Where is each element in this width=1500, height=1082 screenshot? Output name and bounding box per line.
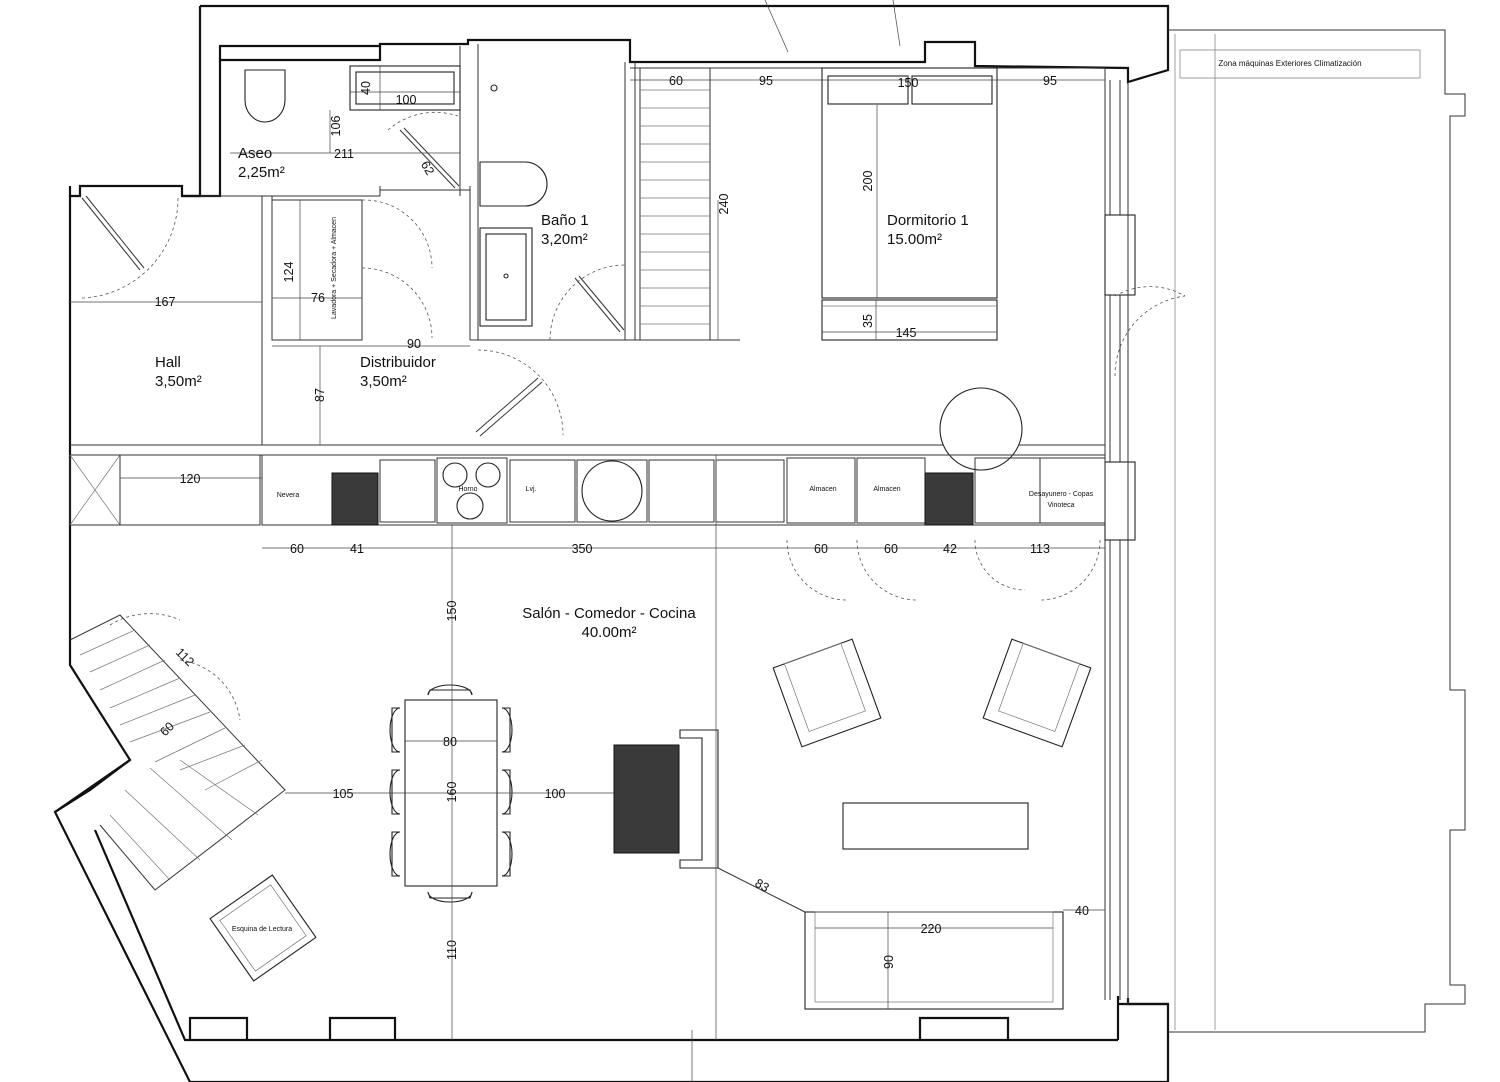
dim-90-dist: 90 [407,337,421,351]
dim-350: 350 [572,542,593,556]
right-facade [1104,68,1136,1004]
dim-60-top: 60 [669,74,683,88]
dim-167: 167 [155,295,176,309]
dim-160: 160 [445,782,459,803]
aseo-name: Aseo [238,145,272,162]
dim-240: 240 [717,194,731,215]
kitchen-counter [69,454,1106,526]
dim-42: 42 [943,542,957,556]
dim-83: 83 [752,876,771,895]
dim-112: 112 [173,645,197,669]
dim-40-right: 40 [1075,904,1089,918]
nevera-label: Nevera [277,492,300,499]
lower-stair [69,614,286,891]
distribuidor-area: 3,50m² [360,373,407,390]
living-furniture [209,638,1092,1010]
dim-41: 41 [350,542,364,556]
dim-60-k1: 60 [290,542,304,556]
upper-stair [640,89,710,325]
aseo-area: 2,25m² [238,164,285,181]
dim-62: 62 [418,158,437,177]
dim-150-mid: 150 [445,601,459,622]
outer-walls [53,4,1170,1082]
dim-145: 145 [896,326,917,340]
dim-90-sofa: 90 [882,955,896,969]
dormitorio-name: Dormitorio 1 [887,212,969,229]
dim-150-top: 150 [898,76,919,90]
dormitorio-area: 15.00m² [887,231,942,248]
dim-35: 35 [861,314,875,328]
desayunero-label: Desayunero - Copas [1029,491,1094,498]
hall-area: 3,50m² [155,373,202,390]
dim-95-a: 95 [759,74,773,88]
vinoteca-label: Vinoteca [1047,502,1074,509]
dim-40: 40 [359,81,373,95]
dim-211: 211 [334,147,354,161]
hall-name: Hall [155,354,181,371]
dimension-lines [70,0,1105,1082]
bano-fixtures [479,84,548,327]
doors [81,111,1186,721]
dim-95-b: 95 [1043,74,1057,88]
terrace [1168,29,1466,1033]
almacen-1-label: Almacen [809,486,836,493]
dim-100-mid: 100 [545,787,566,801]
room-labels: Aseo 2,25m² Baño 1 3,20m² Dormitorio 1 1… [155,145,969,641]
bano-name: Baño 1 [541,212,589,229]
lvj-label: Lvj. [526,486,537,493]
dim-60-stair: 60 [157,719,177,739]
dim-105: 105 [333,787,354,801]
dim-110: 110 [445,940,459,960]
esquina-label: Esquina de Lectura [232,926,292,933]
dim-60-k2: 60 [814,542,828,556]
almacen-2-label: Almacen [873,486,900,493]
dim-124: 124 [282,262,296,283]
dim-80: 80 [443,735,457,749]
zona-maquinas-label: Zona máquinas Exteriores Climatización [1218,59,1361,68]
salon-name: Salón - Comedor - Cocina [522,605,696,622]
dim-60-k3: 60 [884,542,898,556]
dim-76: 76 [311,291,325,305]
dim-113: 113 [1030,542,1050,556]
distribuidor-name: Distribuidor [360,354,436,371]
dim-87: 87 [313,388,327,402]
dim-106: 106 [329,116,343,137]
dim-120: 120 [180,472,201,486]
dim-220: 220 [921,922,942,936]
horno-label: Horno [458,486,477,493]
lavadora-label: Lavadora + Secadora + Almacen [331,217,338,319]
dim-200: 200 [861,171,875,192]
bano-area: 3,20m² [541,231,588,248]
aseo-fixtures [244,65,461,123]
dim-100: 100 [396,93,417,107]
dormitorio-furniture [821,67,1023,471]
salon-area: 40.00m² [581,624,636,641]
